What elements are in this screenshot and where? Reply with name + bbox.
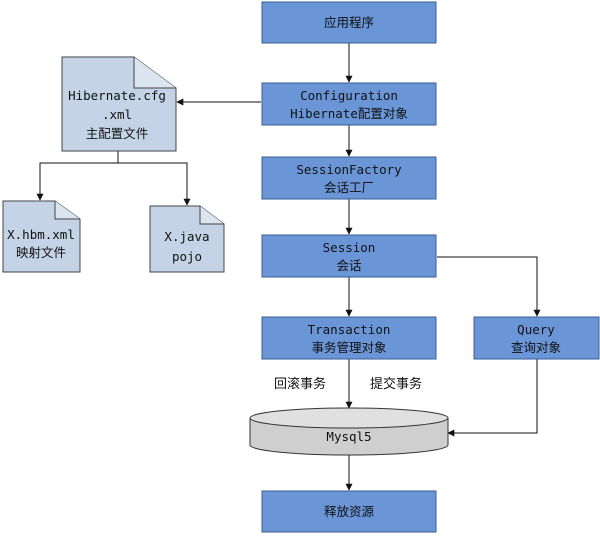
transaction-sublabel: 事务管理对象: [311, 340, 386, 355]
query-box: [473, 316, 600, 360]
node-hbm-doc: X.hbm.xml 映射文件: [2, 200, 81, 273]
session-box: [261, 234, 437, 278]
commit-label: 提交事务: [370, 376, 422, 392]
node-app: 应用程序: [261, 1, 437, 44]
session-factory-label: SessionFactory: [296, 162, 402, 177]
java-doc-line1: X.java: [164, 229, 209, 244]
node-session-factory: SessionFactory 会话工厂: [261, 156, 437, 200]
node-java-doc: X.java pojo: [149, 205, 225, 273]
session-factory-box: [261, 156, 437, 200]
cfg-doc-line1: Hibernate.cfg: [68, 88, 166, 103]
hbm-doc-line2: 映射文件: [16, 245, 66, 260]
session-factory-sublabel: 会话工厂: [324, 180, 374, 195]
database-cylinder-body: [249, 418, 449, 456]
database-label: Mysql5: [326, 429, 371, 444]
database-cylinder-top: [249, 407, 449, 429]
app-box: [261, 1, 437, 44]
configuration-label: Configuration: [300, 88, 398, 103]
node-database: Mysql5: [249, 407, 449, 456]
release-label: 释放资源: [324, 504, 375, 519]
connectors: [36, 43, 541, 491]
cfg-doc-fold: [133, 57, 176, 89]
app-label: 应用程序: [324, 15, 374, 30]
java-doc-fold: [199, 206, 224, 225]
edge-cfg-doc-to-java-doc: [118, 162, 191, 206]
node-cfg-doc: Hibernate.cfg .xml 主配置文件: [61, 56, 177, 152]
java-doc-line2: pojo: [172, 249, 202, 264]
node-configuration: Configuration Hibernate配置对象: [261, 82, 437, 126]
edge-cfg-doc-to-hbm-doc: [36, 151, 119, 201]
transaction-label: Transaction: [308, 322, 391, 337]
configuration-sublabel: Hibernate配置对象: [290, 106, 408, 121]
cfg-doc-line2: .xml: [102, 107, 132, 122]
transaction-box: [261, 316, 437, 360]
release-box: [261, 490, 437, 533]
cfg-doc-line3: 主配置文件: [86, 126, 149, 141]
edge-query-to-database: [447, 359, 538, 437]
node-release: 释放资源: [261, 490, 437, 533]
query-sublabel: 查询对象: [511, 340, 561, 355]
rollback-label: 回滚事务: [274, 376, 326, 392]
node-query: Query 查询对象: [473, 316, 600, 360]
configuration-box: [261, 82, 437, 126]
session-label: Session: [323, 240, 376, 255]
node-session: Session 会话: [261, 234, 437, 278]
edge-session-to-query: [437, 256, 541, 317]
session-sublabel: 会话: [336, 258, 361, 273]
node-transaction: Transaction 事务管理对象: [261, 316, 437, 360]
hbm-doc-fold: [54, 201, 80, 220]
query-label: Query: [517, 322, 555, 337]
hbm-doc-line1: X.hbm.xml: [7, 227, 75, 242]
